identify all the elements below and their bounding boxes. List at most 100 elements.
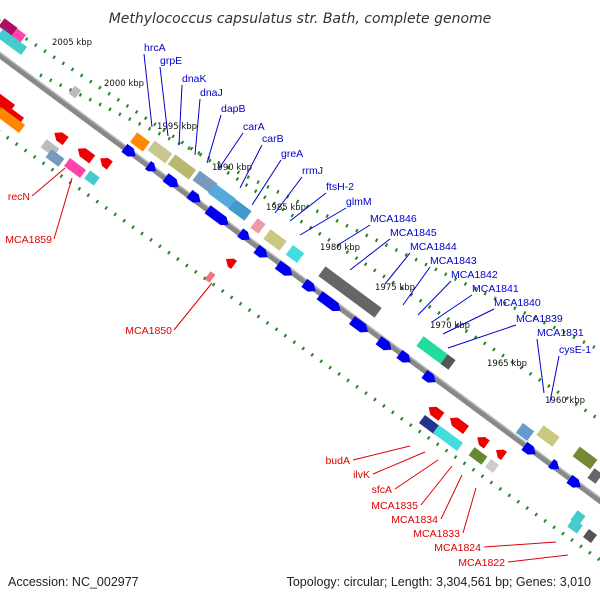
forward-gene-label: carA bbox=[243, 121, 265, 133]
reverse-gene-arrow bbox=[477, 436, 490, 449]
feature-block bbox=[416, 336, 448, 364]
forward-gene-arrow-shape bbox=[548, 459, 560, 470]
reverse-gene-label: recN bbox=[8, 191, 30, 203]
forward-label-leader bbox=[384, 252, 411, 285]
forward-gene-arrow-shape bbox=[204, 205, 229, 226]
reverse-gene-arrow-shape bbox=[77, 148, 96, 164]
feature-block-shape bbox=[45, 149, 65, 167]
forward-label-leader bbox=[217, 132, 244, 171]
forward-gene-arrow bbox=[548, 459, 560, 470]
reverse-gene-arrow bbox=[495, 449, 507, 460]
feature-block bbox=[192, 170, 218, 194]
feature-block bbox=[207, 183, 237, 209]
feature-block bbox=[468, 447, 488, 465]
reverse-gene-arrow bbox=[77, 148, 96, 164]
backbone-highlight bbox=[0, 51, 600, 499]
kbp-tick-label: 1980 kbp bbox=[320, 243, 360, 253]
feature-block-shape bbox=[515, 423, 535, 441]
reverse-gene-label: MCA1822 bbox=[458, 557, 505, 569]
kbp-tick-label: 2000 kbp bbox=[104, 79, 144, 89]
map-title: Methylococcus capsulatus str. Bath, comp… bbox=[109, 11, 492, 27]
forward-gene-label: MCA1845 bbox=[390, 227, 437, 239]
feature-block bbox=[263, 229, 287, 251]
feature-block bbox=[583, 529, 597, 543]
forward-gene-arrow-shape bbox=[145, 161, 157, 172]
feature-block-shape bbox=[0, 18, 18, 36]
reverse-gene-label: MCA1833 bbox=[413, 528, 460, 540]
forward-gene-arrow bbox=[316, 291, 341, 312]
feature-block-shape bbox=[285, 245, 305, 263]
forward-gene-label: glmM bbox=[346, 196, 372, 208]
reverse-gene-label: MCA1835 bbox=[371, 500, 418, 512]
feature-block bbox=[485, 459, 499, 473]
feature-block-shape bbox=[167, 154, 197, 180]
kbp-tick-label: 1995 kbp bbox=[157, 122, 197, 132]
forward-label-leader bbox=[442, 308, 495, 335]
feature-block bbox=[45, 149, 65, 167]
forward-gene-label: hrcA bbox=[144, 42, 166, 54]
forward-gene-arrow bbox=[204, 205, 229, 226]
forward-gene-arrow-shape bbox=[253, 244, 268, 258]
forward-gene-label: MCA1839 bbox=[516, 313, 563, 325]
feature-block-shape bbox=[68, 85, 82, 99]
feature-block-shape bbox=[147, 140, 173, 164]
feature-block-shape bbox=[228, 199, 252, 221]
forward-gene-label: cysE-1 bbox=[559, 344, 591, 356]
forward-gene-arrow-shape bbox=[237, 228, 250, 241]
forward-gene-label: dapB bbox=[221, 103, 246, 115]
feature-block-shape bbox=[250, 218, 266, 234]
forward-gene-arrow bbox=[274, 260, 293, 276]
forward-gene-arrow-shape bbox=[566, 474, 581, 488]
feature-block bbox=[587, 468, 600, 484]
forward-label-leader bbox=[402, 266, 431, 306]
accession-text: Accession: NC_002977 bbox=[8, 575, 139, 589]
feature-block-shape bbox=[567, 518, 583, 534]
forward-gene-arrow bbox=[396, 349, 411, 363]
feature-block-shape bbox=[192, 170, 218, 194]
forward-gene-label: grpE bbox=[160, 55, 182, 67]
feature-block-shape bbox=[0, 29, 28, 55]
forward-gene-arrow-shape bbox=[162, 173, 179, 188]
forward-gene-label: greA bbox=[281, 148, 303, 160]
reverse-label-leader bbox=[462, 487, 477, 534]
feature-block bbox=[228, 199, 252, 221]
reverse-gene-label: MCA1834 bbox=[391, 514, 438, 526]
feature-block bbox=[250, 218, 266, 234]
forward-gene-arrow bbox=[253, 244, 268, 258]
feature-block bbox=[567, 518, 583, 534]
forward-gene-arrow bbox=[348, 316, 369, 333]
feature-block-shape bbox=[432, 425, 464, 451]
forward-gene-arrow-shape bbox=[521, 441, 536, 455]
reverse-label-leader bbox=[53, 177, 73, 240]
feature-block bbox=[63, 158, 87, 178]
feature-block bbox=[84, 170, 100, 186]
forward-gene-label: dnaJ bbox=[200, 87, 223, 99]
feature-block bbox=[536, 425, 560, 447]
forward-label-leader bbox=[417, 280, 452, 316]
forward-gene-arrow bbox=[237, 228, 250, 241]
feature-block-shape bbox=[207, 183, 237, 209]
feature-block bbox=[432, 425, 464, 451]
forward-label-leader bbox=[536, 338, 545, 394]
reverse-gene-label: MCA1824 bbox=[434, 542, 481, 554]
forward-gene-arrow bbox=[145, 161, 157, 172]
forward-label-leader bbox=[299, 207, 347, 236]
forward-gene-label: MCA1842 bbox=[451, 269, 498, 281]
reverse-gene-arrow-shape bbox=[100, 157, 113, 170]
reverse-gene-arrow-shape bbox=[449, 417, 470, 434]
feature-block-shape bbox=[468, 447, 488, 465]
reverse-gene-arrow-shape bbox=[428, 406, 445, 421]
reverse-gene-arrow bbox=[225, 258, 237, 269]
forward-gene-arrow-shape bbox=[421, 369, 436, 383]
feature-block-shape bbox=[440, 354, 456, 370]
reverse-gene-label: MCA1850 bbox=[125, 325, 172, 337]
reverse-label-leader bbox=[31, 167, 66, 197]
forward-label-leader bbox=[159, 66, 169, 137]
feature-block bbox=[130, 132, 150, 152]
feature-block bbox=[440, 354, 456, 370]
forward-label-leader bbox=[431, 294, 473, 323]
feature-block-shape bbox=[485, 459, 499, 473]
reverse-gene-arrow-shape bbox=[54, 132, 69, 146]
feature-block bbox=[318, 266, 382, 318]
